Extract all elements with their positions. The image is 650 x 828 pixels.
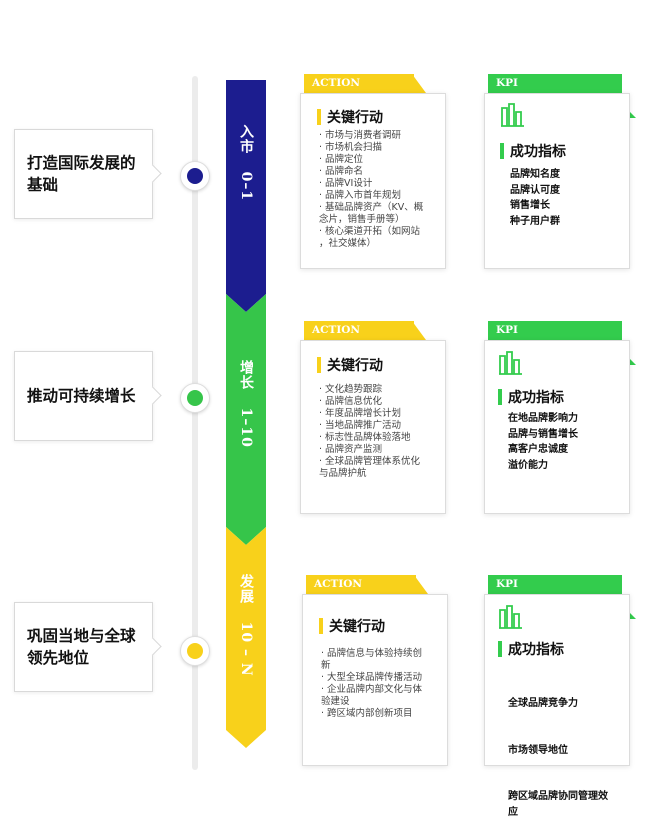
stage-label-growth: 推动可持续增长 [14,351,153,441]
list-item: · 品牌入市首年规划 [319,190,402,201]
ribbon-title: 入市 [238,124,254,154]
ribbon-range: 1–10 [238,407,254,448]
ribbon-label-launch: 入市 0–1 [236,124,256,201]
kpi-list-growth: 在地品牌影响力 品牌与销售增长 高客户忠诚度 溢价能力 [508,411,578,473]
ribbon-range: 0–1 [238,171,254,202]
kpi-card-develop [484,594,630,766]
list-item: · 品牌资产监测 [319,444,383,455]
kpi-title: 成功指标 [508,390,564,406]
stage-label-text: 打造国际发展的基础 [27,153,136,194]
list-item: · 品牌命名 [319,166,364,177]
list-item: · 年度品牌增长计划 [319,408,402,419]
kpi-list-develop: 全球品牌竞争力 市场领导地位 跨区域品牌协同管理效 应 [508,665,608,828]
title-marker [498,389,502,405]
bar-chart-icon [499,351,522,375]
ribbon-label-develop: 发展 10 – N [236,574,256,677]
stage-ribbon [226,80,266,748]
action-card-launch [300,93,446,269]
list-item: · 品牌信息优化 [319,396,383,407]
action-card-growth [300,340,446,514]
list-item: · 核心渠道开拓（如网站 ，社交媒体） [319,226,421,249]
action-list-launch: · 市场与消费者调研 · 市场机会扫描 · 品牌定位 · 品牌命名 · 品牌VI… [319,130,441,250]
ribbon-segment-launch [226,80,266,312]
ribbon-label-growth: 增长 1–10 [236,360,256,448]
kpi-list-launch: 品牌知名度 品牌认可度 销售增长 种子用户群 [510,167,560,229]
ribbon-segment-develop [226,527,266,748]
list-item: · 企业品牌内部文化与体 验建设 [321,684,423,707]
kpi-tab-growth: KPI [488,321,622,340]
kpi-title: 成功指标 [510,144,566,160]
action-tab-growth: ACTION [304,321,414,340]
list-item: 高客户忠诚度 [508,444,568,455]
timeline-dot-launch [180,161,210,191]
action-list-develop: · 品牌信息与体验持续创 新 · 大型全球品牌传播活动 · 企业品牌内部文化与体… [321,648,443,720]
list-item: · 品牌VI设计 [319,178,373,189]
tab-corner [404,321,426,340]
action-card-develop [302,594,448,766]
stage-label-text: 推动可持续增长 [27,386,136,405]
stage-label-launch: 打造国际发展的基础 [14,129,153,219]
stage-label-develop: 巩固当地与全球领先地位 [14,602,153,692]
ribbon-segment-growth [226,294,266,545]
list-item: · 市场与消费者调研 [319,130,402,141]
bar-chart-icon [501,103,524,127]
list-item: 品牌认可度 [510,184,560,196]
list-item: 溢价能力 [508,459,548,471]
kpi-title: 成功指标 [508,642,564,658]
tab-corner [406,575,428,594]
list-item: 市场领导地位 [508,744,568,756]
list-item: 在地品牌影响力 [508,413,578,424]
kpi-card-growth [484,340,630,514]
timeline-track [192,76,198,770]
bar-chart-icon [499,605,522,629]
title-marker [317,109,321,125]
list-item: · 标志性品牌体验落地 [319,432,411,443]
list-item: 品牌与销售增长 [508,428,578,440]
action-title: 关键行动 [327,358,383,374]
title-marker [319,618,323,634]
list-item: 跨区域品牌协同管理效 应 [508,791,608,818]
list-item: · 全球品牌管理体系优化 与品牌护航 [319,456,421,479]
list-item: · 品牌定位 [319,154,364,165]
list-item: · 跨区域内部创新项目 [321,708,413,719]
list-item: · 大型全球品牌传播活动 [321,672,423,683]
ribbon-range: 10 – N [238,621,254,677]
timeline-dot-develop [180,636,210,666]
list-item: · 当地品牌推广活动 [319,420,402,431]
action-title: 关键行动 [327,110,383,126]
list-item: · 基础品牌资产（KV、概 念片，销售手册等） [319,202,424,225]
title-marker [317,357,321,373]
list-item: · 品牌信息与体验持续创 新 [321,648,423,671]
ribbon-title: 增长 [238,360,254,390]
kpi-tab-launch: KPI [488,74,622,93]
action-list-growth: · 文化趋势跟踪 · 品牌信息优化 · 年度品牌增长计划 · 当地品牌推广活动 … [319,384,441,480]
kpi-tab-develop: KPI [488,575,622,594]
tab-corner [404,74,426,93]
list-item: 全球品牌竞争力 [508,698,578,709]
timeline-dot-growth [180,383,210,413]
title-marker [500,143,504,159]
kpi-card-launch [484,93,630,269]
list-item: 销售增长 [510,200,550,211]
list-item: 种子用户群 [510,215,560,227]
action-tab-develop: ACTION [306,575,416,594]
ribbon-title: 发展 [238,574,254,604]
title-marker [498,641,502,657]
list-item: 品牌知名度 [510,169,560,180]
action-title: 关键行动 [329,619,385,635]
action-tab-launch: ACTION [304,74,414,93]
stage-label-text: 巩固当地与全球领先地位 [27,626,136,667]
list-item: · 文化趋势跟踪 [319,384,383,395]
list-item: · 市场机会扫描 [319,142,383,153]
